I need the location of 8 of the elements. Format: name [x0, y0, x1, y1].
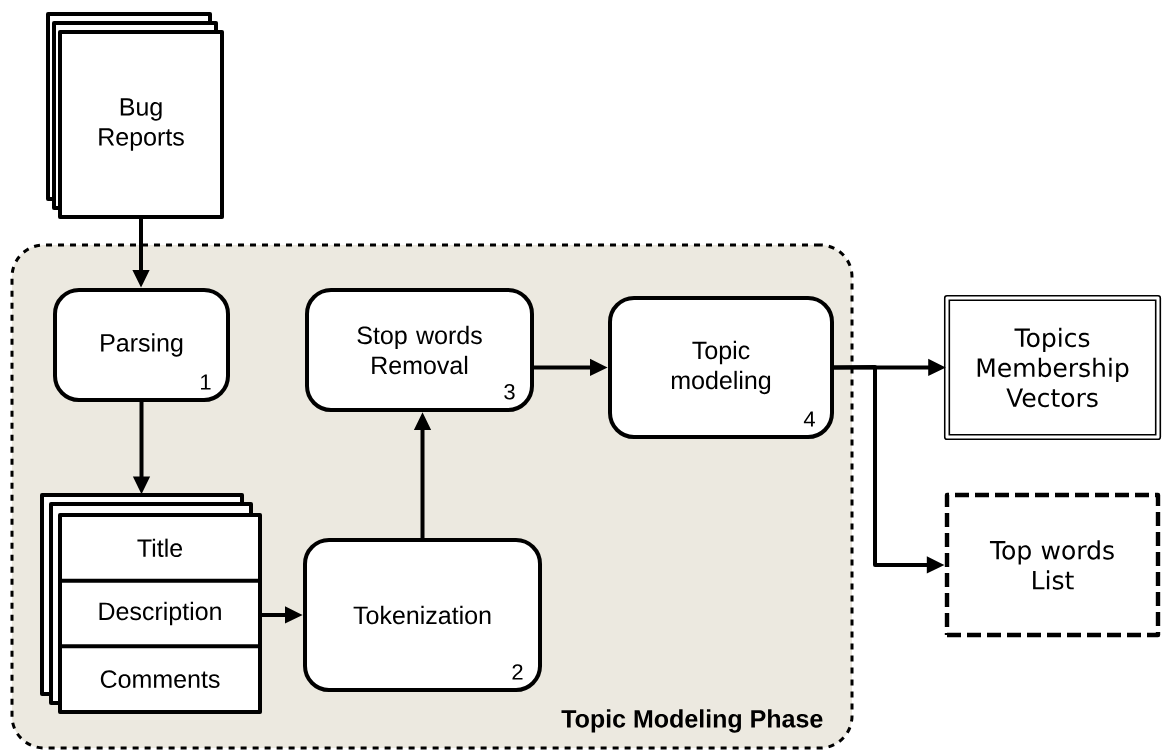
output-box: Topics Membership Vectors: [943, 294, 1162, 441]
process-box: Topic modeling 4: [608, 296, 834, 439]
document-stack: Title Description Comments: [40, 493, 262, 714]
process-box: Parsing 1: [53, 288, 230, 402]
process-box: Stop words Removal 3: [305, 288, 534, 412]
process-box: Tokenization 2: [303, 538, 542, 692]
document-stack: Bug Reports: [46, 12, 224, 219]
output-box: Top words List: [944, 492, 1161, 638]
